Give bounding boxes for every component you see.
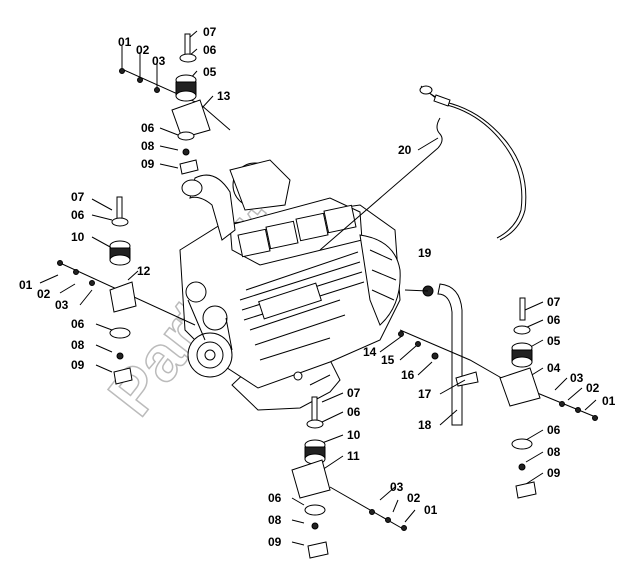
- label-right-06b: 06: [547, 423, 561, 437]
- center-small-parts: [398, 331, 439, 360]
- label-top-08: 08: [141, 139, 155, 153]
- oil-fill-tube: [404, 283, 479, 426]
- leader-lines: [39, 30, 599, 546]
- label-left-02: 02: [37, 287, 51, 301]
- label-top-01: 01: [118, 35, 132, 49]
- label-bottom-10: 10: [347, 428, 361, 442]
- label-bottom-01: 01: [424, 503, 438, 517]
- label-bottom-02: 02: [407, 491, 421, 505]
- label-top-13: 13: [217, 89, 231, 103]
- label-bottom-09: 09: [268, 535, 282, 549]
- bottom-mount-stack: [291, 396, 407, 559]
- label-right-07: 07: [547, 295, 561, 309]
- label-center-20: 20: [398, 143, 412, 157]
- label-center-18: 18: [418, 418, 432, 432]
- callout-labels: 01 02 03 07 06 05 13 06 08 09 07 06 10 1…: [19, 25, 616, 549]
- label-top-02: 02: [136, 43, 150, 57]
- top-mount-stack: [119, 33, 211, 175]
- label-left-10: 10: [71, 230, 85, 244]
- label-center-19: 19: [418, 246, 432, 260]
- label-bottom-08: 08: [268, 513, 282, 527]
- label-left-06a: 06: [71, 208, 85, 222]
- label-bottom-03: 03: [390, 480, 404, 494]
- label-center-14: 14: [363, 345, 377, 359]
- label-left-08: 08: [71, 338, 85, 352]
- label-bottom-06b: 06: [268, 491, 282, 505]
- label-top-07: 07: [203, 25, 217, 39]
- label-left-01: 01: [19, 278, 33, 292]
- label-right-09: 09: [547, 466, 561, 480]
- label-center-15: 15: [381, 353, 395, 367]
- label-bottom-11: 11: [347, 449, 360, 463]
- label-right-01: 01: [602, 394, 616, 408]
- label-left-09: 09: [71, 358, 85, 372]
- label-center-17: 17: [418, 387, 432, 401]
- label-left-06b: 06: [71, 317, 85, 331]
- label-right-08: 08: [547, 445, 561, 459]
- label-right-03: 03: [570, 371, 584, 385]
- label-top-05: 05: [203, 65, 217, 79]
- left-mount-stack: [57, 196, 137, 385]
- label-top-03: 03: [152, 54, 166, 68]
- label-right-04: 04: [547, 361, 561, 375]
- label-bottom-07: 07: [347, 386, 361, 400]
- right-mount-stack: [499, 297, 598, 499]
- label-top-06a: 06: [203, 43, 217, 57]
- label-left-07: 07: [71, 190, 85, 204]
- label-left-12: 12: [137, 264, 151, 278]
- label-top-06b: 06: [141, 121, 155, 135]
- label-center-16: 16: [401, 368, 415, 382]
- label-top-09: 09: [141, 157, 155, 171]
- label-bottom-06a: 06: [347, 405, 361, 419]
- engine-block: [179, 159, 401, 411]
- label-right-02: 02: [586, 381, 600, 395]
- label-left-03: 03: [55, 298, 69, 312]
- dipstick-assembly: [319, 85, 527, 251]
- label-right-05: 05: [547, 334, 561, 348]
- label-right-06a: 06: [547, 313, 561, 327]
